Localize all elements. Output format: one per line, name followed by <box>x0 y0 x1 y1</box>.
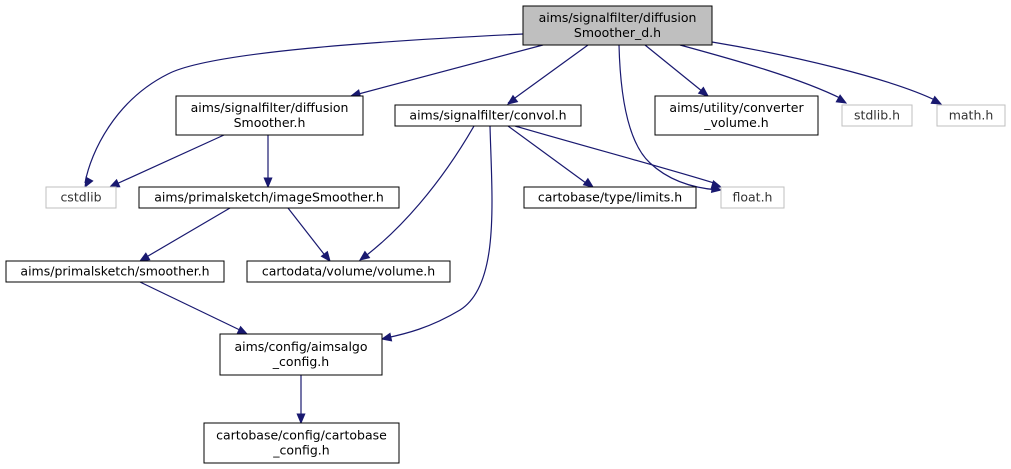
node-label: aims/signalfilter/diffusion <box>539 10 697 25</box>
arrowhead <box>380 332 393 342</box>
nodes-layer: aims/signalfilter/diffusionSmoother_d.ha… <box>5 5 1006 464</box>
node-n3[interactable]: aims/utility/converter_volume.h <box>654 95 819 136</box>
arrowhead <box>138 252 151 262</box>
edge-line <box>111 134 225 187</box>
arrowhead <box>835 94 848 104</box>
node-label: aims/signalfilter/convol.h <box>409 108 566 123</box>
edge-line <box>507 125 591 187</box>
node-n13[interactable]: cartobase/config/cartobase_config.h <box>203 422 400 464</box>
edge-line <box>514 125 718 185</box>
arrowhead <box>710 179 723 189</box>
edge-line <box>385 125 493 339</box>
edge-n0-n3 <box>644 44 709 97</box>
edge-line <box>507 44 589 104</box>
edge-n1-n6 <box>108 134 225 188</box>
arrowhead <box>582 177 595 188</box>
arrowhead <box>320 250 331 263</box>
node-box <box>841 104 913 127</box>
edge-line <box>711 41 938 102</box>
node-label: cartobase/config/cartobase <box>216 428 387 443</box>
node-n11[interactable]: cartodata/volume/volume.h <box>246 260 451 283</box>
edge-line <box>142 207 231 260</box>
edges-layer <box>84 33 943 425</box>
edge-line <box>618 44 719 191</box>
node-n8[interactable]: cartobase/type/limits.h <box>523 186 697 209</box>
node-label: aims/signalfilter/diffusion <box>191 100 349 115</box>
node-label: aims/utility/converter <box>669 100 804 115</box>
edge-n2-n9 <box>514 125 723 189</box>
edge-line <box>84 33 524 184</box>
edge-n0-n5 <box>711 41 943 105</box>
edge-line <box>139 281 245 333</box>
edge-line <box>350 44 544 97</box>
node-n4: stdlib.h <box>841 104 913 127</box>
node-label: stdlib.h <box>854 108 900 123</box>
node-n5: math.h <box>936 104 1006 127</box>
node-n12[interactable]: aims/config/aimsalgo_config.h <box>219 333 383 376</box>
node-box <box>138 186 400 209</box>
node-label: float.h <box>733 190 773 205</box>
node-box <box>523 186 697 209</box>
edge-n12-n13 <box>296 375 306 425</box>
node-n7[interactable]: aims/primalsketch/imageSmoother.h <box>138 186 400 209</box>
node-n10[interactable]: aims/primalsketch/smoother.h <box>5 260 225 283</box>
node-label: Smoother_d.h <box>574 25 661 40</box>
edge-line <box>362 125 475 259</box>
node-box <box>522 5 713 46</box>
node-box <box>203 422 400 464</box>
arrowhead <box>506 94 519 105</box>
edge-line <box>679 44 843 100</box>
arrowhead <box>108 178 121 188</box>
node-n6: cstdlib <box>45 186 117 209</box>
edge-n2-n11 <box>358 125 475 261</box>
node-n9: float.h <box>720 186 785 209</box>
node-label: aims/config/aimsalgo <box>234 339 367 354</box>
edge-n0-n1 <box>349 44 544 98</box>
edge-n0-n6 <box>84 33 524 189</box>
node-box <box>654 95 819 136</box>
node-label: aims/primalsketch/imageSmoother.h <box>154 190 384 205</box>
node-box <box>394 104 582 127</box>
node-box <box>45 186 117 209</box>
node-label: math.h <box>949 108 994 123</box>
edge-line <box>644 44 709 97</box>
arrowhead <box>697 86 709 97</box>
node-box <box>5 260 225 283</box>
node-box <box>219 333 383 376</box>
node-label: aims/primalsketch/smoother.h <box>20 264 209 279</box>
arrowhead <box>296 413 306 425</box>
edge-n2-n8 <box>507 125 595 188</box>
edge-n0-n2 <box>506 44 589 105</box>
arrowhead <box>236 325 249 335</box>
arrowhead <box>263 177 273 189</box>
edge-n2-n12 <box>380 125 493 342</box>
node-n2[interactable]: aims/signalfilter/convol.h <box>394 104 582 127</box>
node-label: _volume.h <box>703 115 768 130</box>
node-label: _config.h <box>272 354 329 369</box>
node-label: Smoother.h <box>234 115 306 130</box>
edge-n10-n12 <box>139 281 249 335</box>
node-box <box>936 104 1006 127</box>
node-box <box>246 260 451 283</box>
edge-n1-n7 <box>263 135 273 189</box>
node-label: cstdlib <box>60 190 101 205</box>
node-label: cartodata/volume/volume.h <box>262 264 435 279</box>
edge-n7-n10 <box>138 207 231 262</box>
arrowhead <box>930 95 943 105</box>
edge-line <box>287 207 328 259</box>
node-label: _config.h <box>272 443 329 458</box>
node-box <box>175 95 364 136</box>
node-label: cartobase/type/limits.h <box>538 190 682 205</box>
node-box <box>720 186 785 209</box>
arrowhead <box>84 176 94 189</box>
arrowhead <box>358 250 371 261</box>
edge-n0-n4 <box>679 44 848 104</box>
edge-n7-n11 <box>287 207 331 263</box>
